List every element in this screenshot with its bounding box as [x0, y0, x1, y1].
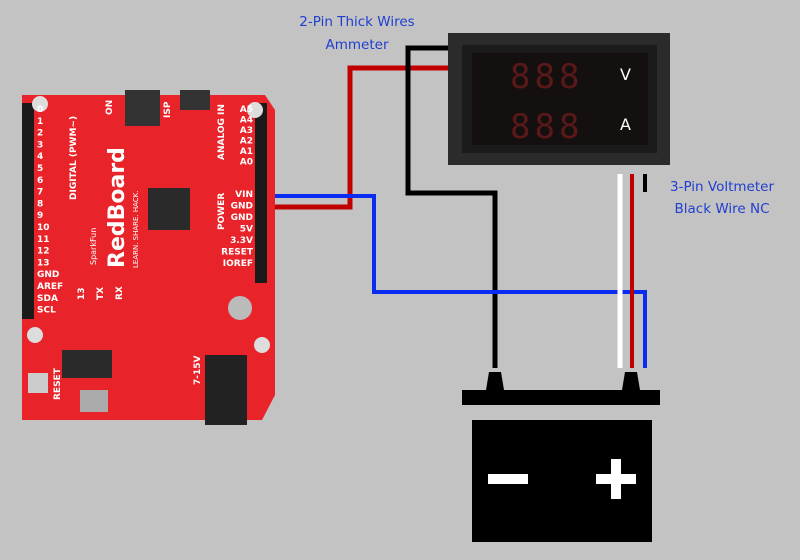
voltmeter-label-line1: 3-Pin Voltmeter	[670, 179, 774, 195]
pin-label: 5	[37, 164, 43, 174]
power-header	[255, 188, 267, 283]
pin-label: 5V	[240, 225, 253, 235]
voltage-jack-label: 7-15V	[193, 355, 203, 385]
volt-display: 888	[510, 57, 583, 97]
pin-label: IOREF	[223, 259, 253, 269]
pin-label: 9	[37, 211, 43, 221]
on-label: ON	[105, 100, 115, 115]
pin-label: A2	[240, 137, 253, 147]
board-tagline: LEARN. SHARE. HACK.	[132, 190, 140, 268]
ammeter-red-wire	[275, 65, 450, 210]
board-name: RedBoard	[105, 147, 130, 268]
usb-chip	[62, 350, 112, 378]
pin-label: 13	[37, 258, 50, 268]
pin-label: A1	[240, 147, 253, 157]
led-label: TX	[96, 287, 106, 300]
pin-label: 2	[37, 129, 43, 139]
led-label: RX	[115, 286, 125, 300]
pin-label: 3.3V	[230, 236, 253, 246]
reset-button[interactable]	[28, 373, 48, 393]
pin-label: AREF	[37, 282, 63, 292]
power-jack	[205, 355, 247, 425]
capacitor	[228, 296, 252, 320]
board-brand: SparkFun	[89, 228, 98, 265]
microcontroller	[148, 188, 190, 230]
pin-label: SDA	[37, 294, 58, 304]
volt-unit: V	[620, 65, 631, 84]
amp-display: 888	[510, 107, 583, 147]
digital-header-bottom	[22, 207, 34, 319]
pin-label: GND	[231, 202, 253, 212]
ammeter-label-line1: 2-Pin Thick Wires	[299, 14, 414, 30]
voltmeter-label-line2: Black Wire NC	[675, 201, 770, 217]
pin-label: 11	[37, 235, 50, 245]
pin-label: VIN	[235, 190, 253, 200]
reset-label: RESET	[53, 367, 63, 400]
negative-terminal	[486, 372, 504, 390]
pin-label: 0	[37, 105, 43, 115]
pin-label: 3	[37, 140, 43, 150]
power-header-label: POWER	[217, 193, 227, 230]
pin-label: SCL	[37, 306, 56, 316]
amp-unit: A	[620, 115, 631, 134]
pin-label: A3	[240, 126, 253, 136]
isp-header	[125, 90, 160, 126]
pin-label: 8	[37, 199, 43, 209]
pin-label: A0	[240, 158, 253, 168]
pin-label: 1	[37, 117, 43, 127]
pin-label: GND	[231, 213, 253, 223]
battery	[462, 372, 660, 542]
pin-label: 12	[37, 247, 50, 257]
chip-top	[180, 90, 210, 110]
isp-label: ISP	[163, 101, 173, 118]
pin-label: 7	[37, 188, 43, 198]
redboard-arduino: RedBoard LEARN. SHARE. HACK. SparkFun DI…	[22, 90, 275, 425]
digital-header-label: DIGITAL (PWM~)	[69, 116, 79, 200]
pin-label: A4	[240, 116, 253, 126]
ammeter-label-line2: Ammeter	[326, 37, 389, 53]
pin-label: 4	[37, 152, 43, 162]
ammeter-black-wire	[405, 45, 498, 368]
analog-header-label: ANALOG IN	[217, 104, 227, 160]
pin-label: RESET	[221, 248, 254, 258]
minus-icon	[488, 474, 528, 484]
usb-port	[80, 390, 108, 412]
pin-label: 6	[37, 176, 43, 186]
positive-terminal	[622, 372, 640, 390]
led-label: 13	[77, 287, 87, 300]
pin-label: GND	[37, 270, 59, 280]
arduino-blue-wire	[275, 194, 647, 368]
volt-amp-meter: 888 888 V A	[448, 33, 670, 165]
pin-label: 10	[37, 223, 50, 233]
digital-header-top	[22, 103, 34, 238]
pin-label: A5	[240, 105, 253, 115]
analog-header	[255, 103, 267, 198]
